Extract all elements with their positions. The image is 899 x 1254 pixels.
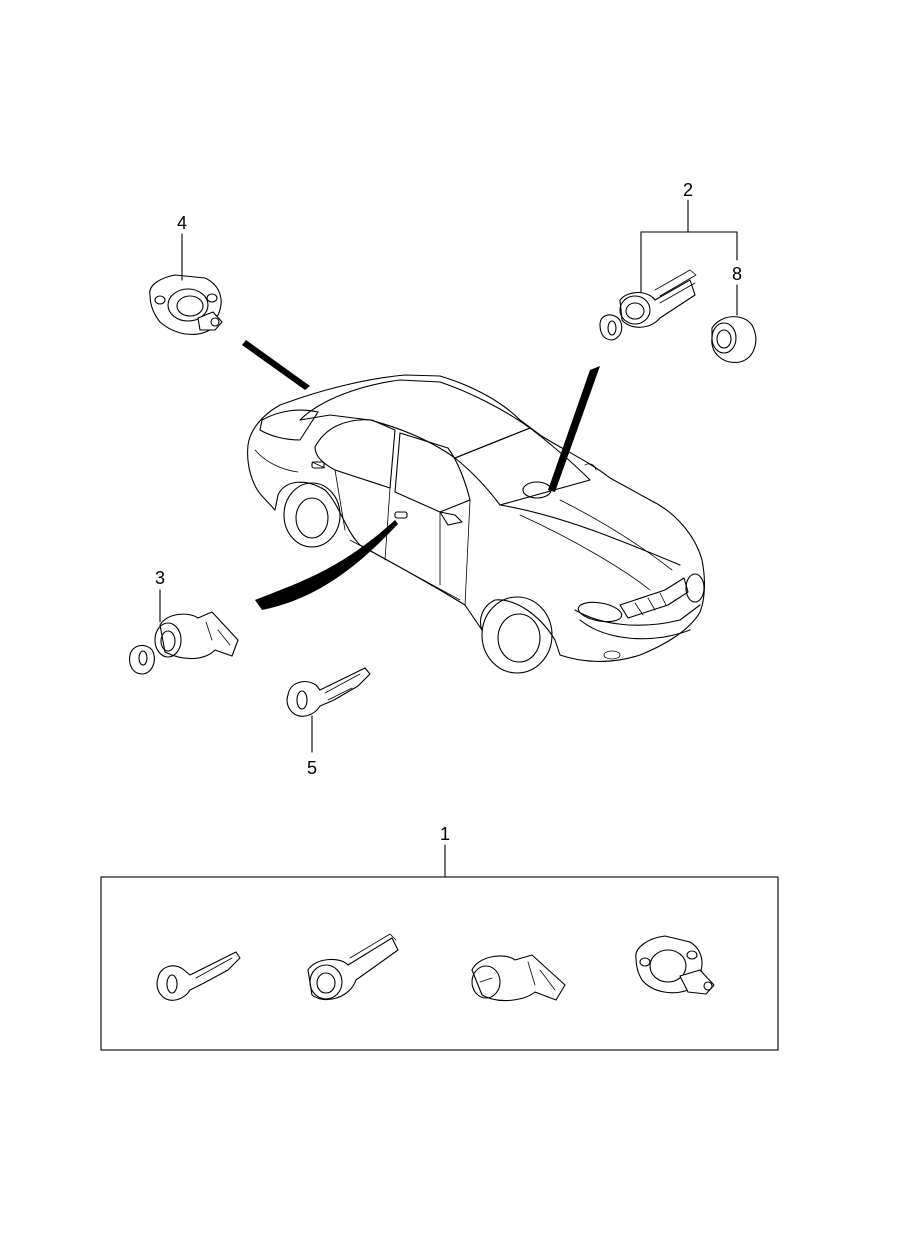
trunk-lock-part [149,274,223,335]
key-part [286,667,371,717]
kit-ignition-lock [307,933,399,1000]
callout-5: 5 [307,758,317,778]
kit-box [100,876,779,1051]
kit-key [156,951,241,1001]
leader-pointers [242,340,600,610]
callout-2: 2 [683,180,693,200]
ignition-lock-part [599,269,697,341]
car-illustration [247,374,705,674]
callout-1: 1 [440,824,450,844]
kit-trunk-lock [635,935,715,995]
callout-3: 3 [155,568,165,588]
kit-door-lock [471,954,566,1002]
door-lock-part [129,611,239,675]
ring-part [711,316,757,363]
callout-4: 4 [177,213,187,233]
callout-8: 8 [732,264,742,284]
